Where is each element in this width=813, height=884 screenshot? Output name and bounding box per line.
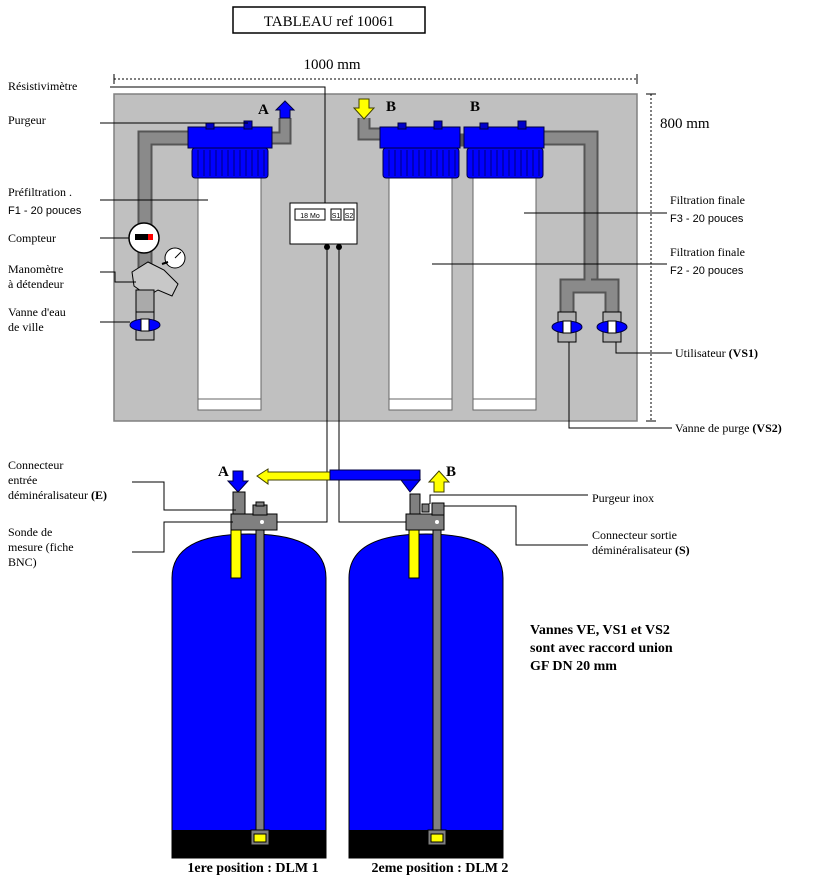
width-dimension: 1000 mm xyxy=(303,57,360,73)
panel-pipes xyxy=(137,118,620,325)
probe-cable-2 xyxy=(338,247,406,523)
label-filtration-f2-1: Filtration finale xyxy=(670,245,745,259)
arrow-down-a-icon xyxy=(226,470,250,493)
arrow-up-a-icon xyxy=(274,100,296,119)
probe-cable-1 xyxy=(268,247,328,523)
vanne-eau-ville xyxy=(129,311,161,341)
compteur xyxy=(128,222,160,254)
label-sonde-2: mesure (fiche xyxy=(8,540,74,554)
label-filtration-f3-2: F3 - 20 pouces xyxy=(670,213,744,225)
position-1-label: 1ere position : DLM 1 xyxy=(187,861,318,876)
label-connecteur-entree-1: Connecteur xyxy=(8,458,63,472)
final-filter-f2 xyxy=(379,120,461,411)
vanne-utilisateur-vs1 xyxy=(596,311,628,343)
label-vanne-ville-2: de ville xyxy=(8,320,44,334)
label-connecteur-sortie-2: déminéralisateur (S) xyxy=(592,543,690,557)
label-vanne-purge: Vanne de purge (VS2) xyxy=(675,421,782,435)
label-prefiltration-1: Préfiltration . xyxy=(8,185,72,199)
label-manometre-2: à détendeur xyxy=(8,277,64,291)
label-manometre-1: Manomètre xyxy=(8,262,63,276)
marker-b-panel-2: B xyxy=(470,99,480,115)
prefilter-f1 xyxy=(187,120,273,411)
label-filtration-f2-2: F2 - 20 pouces xyxy=(670,265,744,277)
arrow-down-b-icon xyxy=(352,98,376,120)
label-resistivimetre: Résistivimètre xyxy=(8,79,77,93)
manometre-detendeur xyxy=(131,247,186,313)
marker-b-tank: B xyxy=(446,464,456,480)
label-compteur: Compteur xyxy=(8,231,56,245)
note-line-1: Vannes VE, VS1 et VS2 xyxy=(530,623,670,638)
label-filtration-f3-1: Filtration finale xyxy=(670,193,745,207)
vanne-purge-vs2 xyxy=(551,311,583,343)
note-line-3: GF DN 20 mm xyxy=(530,659,617,674)
label-utilisateur: Utilisateur (VS1) xyxy=(675,346,758,360)
marker-a-panel: A xyxy=(258,102,269,118)
label-sonde-1: Sonde de xyxy=(8,525,52,539)
label-sonde-3: BNC) xyxy=(8,555,37,569)
title-box xyxy=(232,6,426,34)
resistivimetre-reading: 18 Mo xyxy=(300,213,320,220)
demineralizer-tank-dlm1 xyxy=(171,491,327,859)
resistivimetre-s1: S1 xyxy=(332,213,341,220)
flow-arrow-yellow xyxy=(256,468,331,485)
resistivimetre: 18 Mo S1 S2 xyxy=(289,202,358,250)
flow-arrow-blue xyxy=(400,479,422,493)
label-connecteur-entree-2: entrée xyxy=(8,473,37,487)
resistivimetre-s2: S2 xyxy=(345,213,354,220)
position-2-label: 2eme position : DLM 2 xyxy=(372,861,509,876)
height-dimension: 800 mm xyxy=(660,116,710,132)
purgeur-f1 xyxy=(243,120,253,130)
marker-b-panel-1: B xyxy=(386,99,396,115)
marker-a-tank: A xyxy=(218,464,229,480)
label-prefiltration-2: F1 - 20 pouces xyxy=(8,205,82,217)
label-purgeur: Purgeur xyxy=(8,113,46,127)
leader-lines xyxy=(100,86,672,553)
label-connecteur-entree-3: déminéralisateur (E) xyxy=(8,488,107,502)
label-vanne-ville-1: Vanne d'eau xyxy=(8,305,66,319)
note-line-2: sont avec raccord union xyxy=(530,641,673,656)
final-filter-f3 xyxy=(463,120,545,411)
label-connecteur-sortie-1: Connecteur sortie xyxy=(592,528,677,542)
label-purgeur-inox: Purgeur inox xyxy=(592,491,654,505)
title: TABLEAU ref 10061 xyxy=(264,14,394,30)
demineralizer-tank-dlm2 xyxy=(348,493,504,859)
arrow-up-b-icon xyxy=(427,470,451,493)
